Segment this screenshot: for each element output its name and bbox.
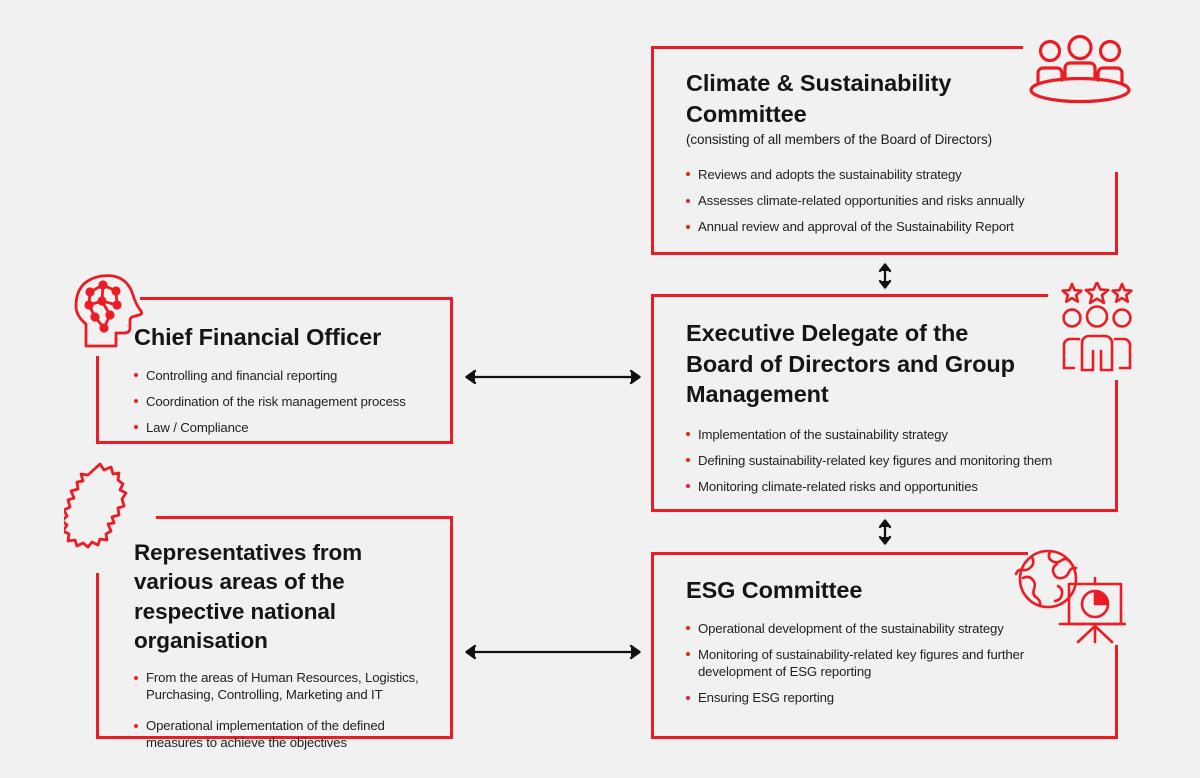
head-network-icon [66,270,150,354]
card-esg-content: ESG Committee Operational development of… [686,575,1086,706]
list-item: Coordination of the risk management proc… [134,393,444,410]
card-cfo-content: Chief Financial Officer Controlling and … [134,322,444,436]
card-climate-title: Climate & Sustainability Committee [686,70,952,127]
list-item: Monitoring climate-related risks and opp… [686,478,1106,495]
card-executive-content: Executive Delegate of the Board of Direc… [686,318,1106,495]
card-esg-bullets: Operational development of the sustainab… [686,620,1086,707]
card-executive-border-top [651,294,1048,297]
card-esg-border-top [651,552,1028,555]
card-climate-bullets: Reviews and adopts the sustainability st… [686,166,1086,235]
list-item: Law / Compliance [134,419,444,436]
card-executive-border-right [1115,380,1118,512]
connector-representatives-to-esg [463,641,643,663]
list-item: Controlling and financial reporting [134,367,444,384]
list-item: Operational development of the sustainab… [686,620,1050,637]
card-cfo-bullets: Controlling and financial reporting Coor… [134,367,444,436]
connector-climate-to-executive [874,261,896,291]
card-cfo-border-top [140,297,453,300]
card-representatives-bullets: From the areas of Human Resources, Logis… [134,669,444,752]
card-cfo-border-bottom [96,441,453,444]
board-meeting-icon [1026,34,1134,106]
card-representatives-border-left [96,573,99,739]
list-item: Implementation of the sustainability str… [686,426,1106,443]
list-item: Annual review and approval of the Sustai… [686,218,1086,235]
list-item: Monitoring of sustainability-related key… [686,646,1050,680]
card-executive-bullets: Implementation of the sustainability str… [686,426,1106,495]
card-cfo-border-left [96,356,99,444]
connector-cfo-to-executive [463,366,643,388]
list-item: Assesses climate-related opportunities a… [686,192,1086,209]
list-item: Defining sustainability-related key figu… [686,452,1106,469]
list-item: From the areas of Human Resources, Logis… [134,669,434,703]
card-climate-subtitle: (consisting of all members of the Board … [686,132,993,148]
card-esg-border-right [1115,645,1118,739]
card-climate-border-right [1115,172,1118,255]
card-representatives-title: Representatives from various areas of th… [134,540,363,653]
list-item: Reviews and adopts the sustainability st… [686,166,1086,183]
card-cfo-title: Chief Financial Officer [134,324,382,350]
card-esg-border-left [651,552,654,739]
three-star-people-icon [1056,280,1138,372]
card-climate-content: Climate & Sustainability Committee (cons… [686,68,1086,235]
card-executive-border-bottom [651,509,1118,512]
list-item: Operational implementation of the define… [134,717,434,751]
globe-presentation-chart-icon [1012,548,1128,644]
card-executive-title: Executive Delegate of the Board of Direc… [686,320,1015,408]
germany-map-icon [60,460,148,564]
card-climate-border-bottom [651,252,1118,255]
card-representatives-border-bottom [96,736,453,739]
card-representatives-border-right [450,516,453,739]
card-climate-border-top [651,46,1023,49]
card-representatives-border-top [156,516,453,519]
card-esg-title: ESG Committee [686,577,863,603]
card-esg-border-bottom [651,736,1118,739]
card-climate-border-left [651,46,654,255]
card-representatives-content: Representatives from various areas of th… [134,538,444,752]
card-cfo-border-right [450,297,453,444]
card-executive-border-left [651,294,654,512]
connector-executive-to-esg [874,517,896,547]
list-item: Ensuring ESG reporting [686,689,1050,706]
